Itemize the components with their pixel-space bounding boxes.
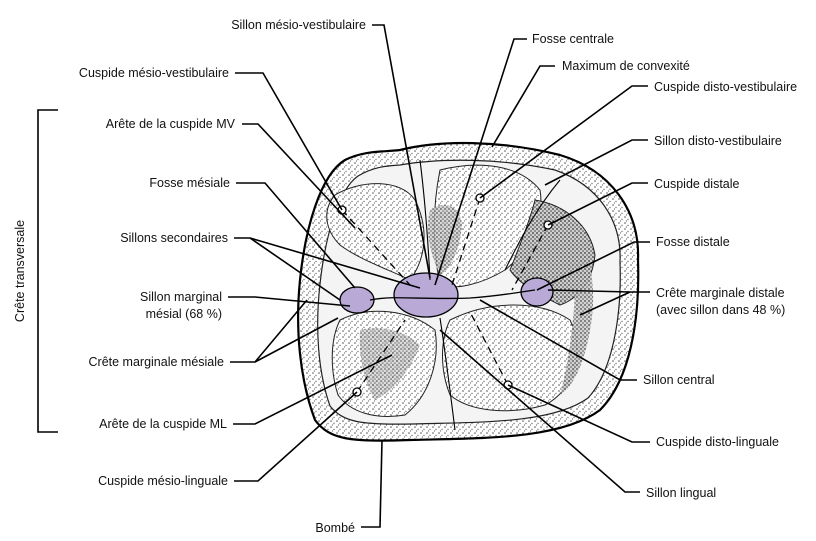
leader-crete-marginale-mesiale-a [230, 300, 307, 362]
label-maximum-convexite: Maximum de convexité [562, 59, 690, 73]
label-cuspide-mesio-vestibulaire: Cuspide mésio-vestibulaire [79, 66, 229, 80]
label-cuspide-mesio-linguale: Cuspide mésio-linguale [98, 474, 228, 488]
label-sillons-secondaires: Sillons secondaires [120, 231, 228, 245]
label-arete-cuspide-mv: Arête de la cuspide MV [106, 117, 236, 131]
label-arete-cuspide-ml: Arête de la cuspide ML [99, 417, 227, 431]
label-cuspide-distale: Cuspide distale [654, 177, 740, 191]
label-cuspide-disto-vestibulaire: Cuspide disto-vestibulaire [654, 80, 797, 94]
label-fosse-centrale: Fosse centrale [532, 32, 614, 46]
label-sillon-marginal-mesial-line2: mésial (68 %) [146, 307, 222, 321]
label-crete-marginale-distale-line1: Crête marginale distale [656, 286, 785, 300]
label-crete-marginale-distale-line2: (avec sillon dans 48 %) [656, 303, 785, 317]
label-cuspide-disto-linguale: Cuspide disto-linguale [656, 435, 779, 449]
label-sillon-disto-vestibulaire: Sillon disto-vestibulaire [654, 134, 782, 148]
label-crete-marginale-mesiale: Crête marginale mésiale [89, 355, 225, 369]
tooth [298, 143, 638, 441]
cusp-disto-lingual [443, 305, 577, 411]
fosse-mesiale-shape [340, 287, 374, 313]
fosse-centrale-shape [394, 273, 458, 317]
label-sillon-central: Sillon central [643, 373, 715, 387]
label-fosse-mesiale: Fosse mésiale [149, 176, 230, 190]
label-sillon-marginal-mesial-line1: Sillon marginal [140, 290, 222, 304]
label-sillon-mesio-vestibulaire: Sillon mésio-vestibulaire [231, 18, 366, 32]
leader-bombe [361, 440, 382, 527]
label-fosse-distale: Fosse distale [656, 235, 730, 249]
label-sillon-lingual: Sillon lingual [646, 486, 716, 500]
bracket-crete-transversale [38, 110, 58, 432]
label-bombe: Bombé [315, 521, 355, 535]
label-crete-transversale: Crête transversale [13, 220, 27, 322]
